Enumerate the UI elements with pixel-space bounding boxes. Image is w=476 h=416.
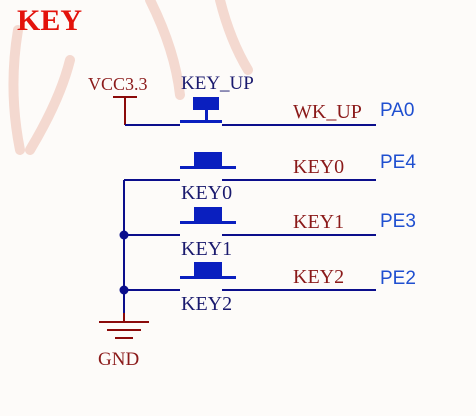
ground-bus xyxy=(123,179,180,322)
button-key1 xyxy=(180,207,236,224)
gnd-label: GND xyxy=(98,349,140,370)
vcc-power-symbol xyxy=(113,96,137,125)
junction-dot-key2 xyxy=(119,285,129,295)
watermark-graphic xyxy=(8,0,253,155)
pin-label-pe3: PE3 xyxy=(380,211,416,232)
pin-label-pa0: PA0 xyxy=(380,100,415,121)
key0-label: KEY0 xyxy=(181,182,233,204)
net-label-key0: KEY0 xyxy=(293,156,345,178)
net-label-wk-up: WK_UP xyxy=(293,101,362,123)
junction-dot-key1 xyxy=(119,230,129,240)
button-key0 xyxy=(180,152,236,169)
net-label-key1: KEY1 xyxy=(293,211,345,233)
key2-label: KEY2 xyxy=(181,293,233,315)
button-key2 xyxy=(180,262,236,279)
button-key-up xyxy=(180,97,222,123)
key-net-wires xyxy=(222,179,376,291)
key1-label: KEY1 xyxy=(181,238,233,260)
vcc-label: VCC3.3 xyxy=(88,74,148,94)
net-label-key2: KEY2 xyxy=(293,266,345,288)
pin-label-pe4: PE4 xyxy=(380,152,416,173)
diagram-title: KEY xyxy=(17,4,83,37)
ground-symbol xyxy=(99,313,149,339)
key-up-label: KEY_UP xyxy=(181,73,254,94)
pin-label-pe2: PE2 xyxy=(380,268,416,289)
